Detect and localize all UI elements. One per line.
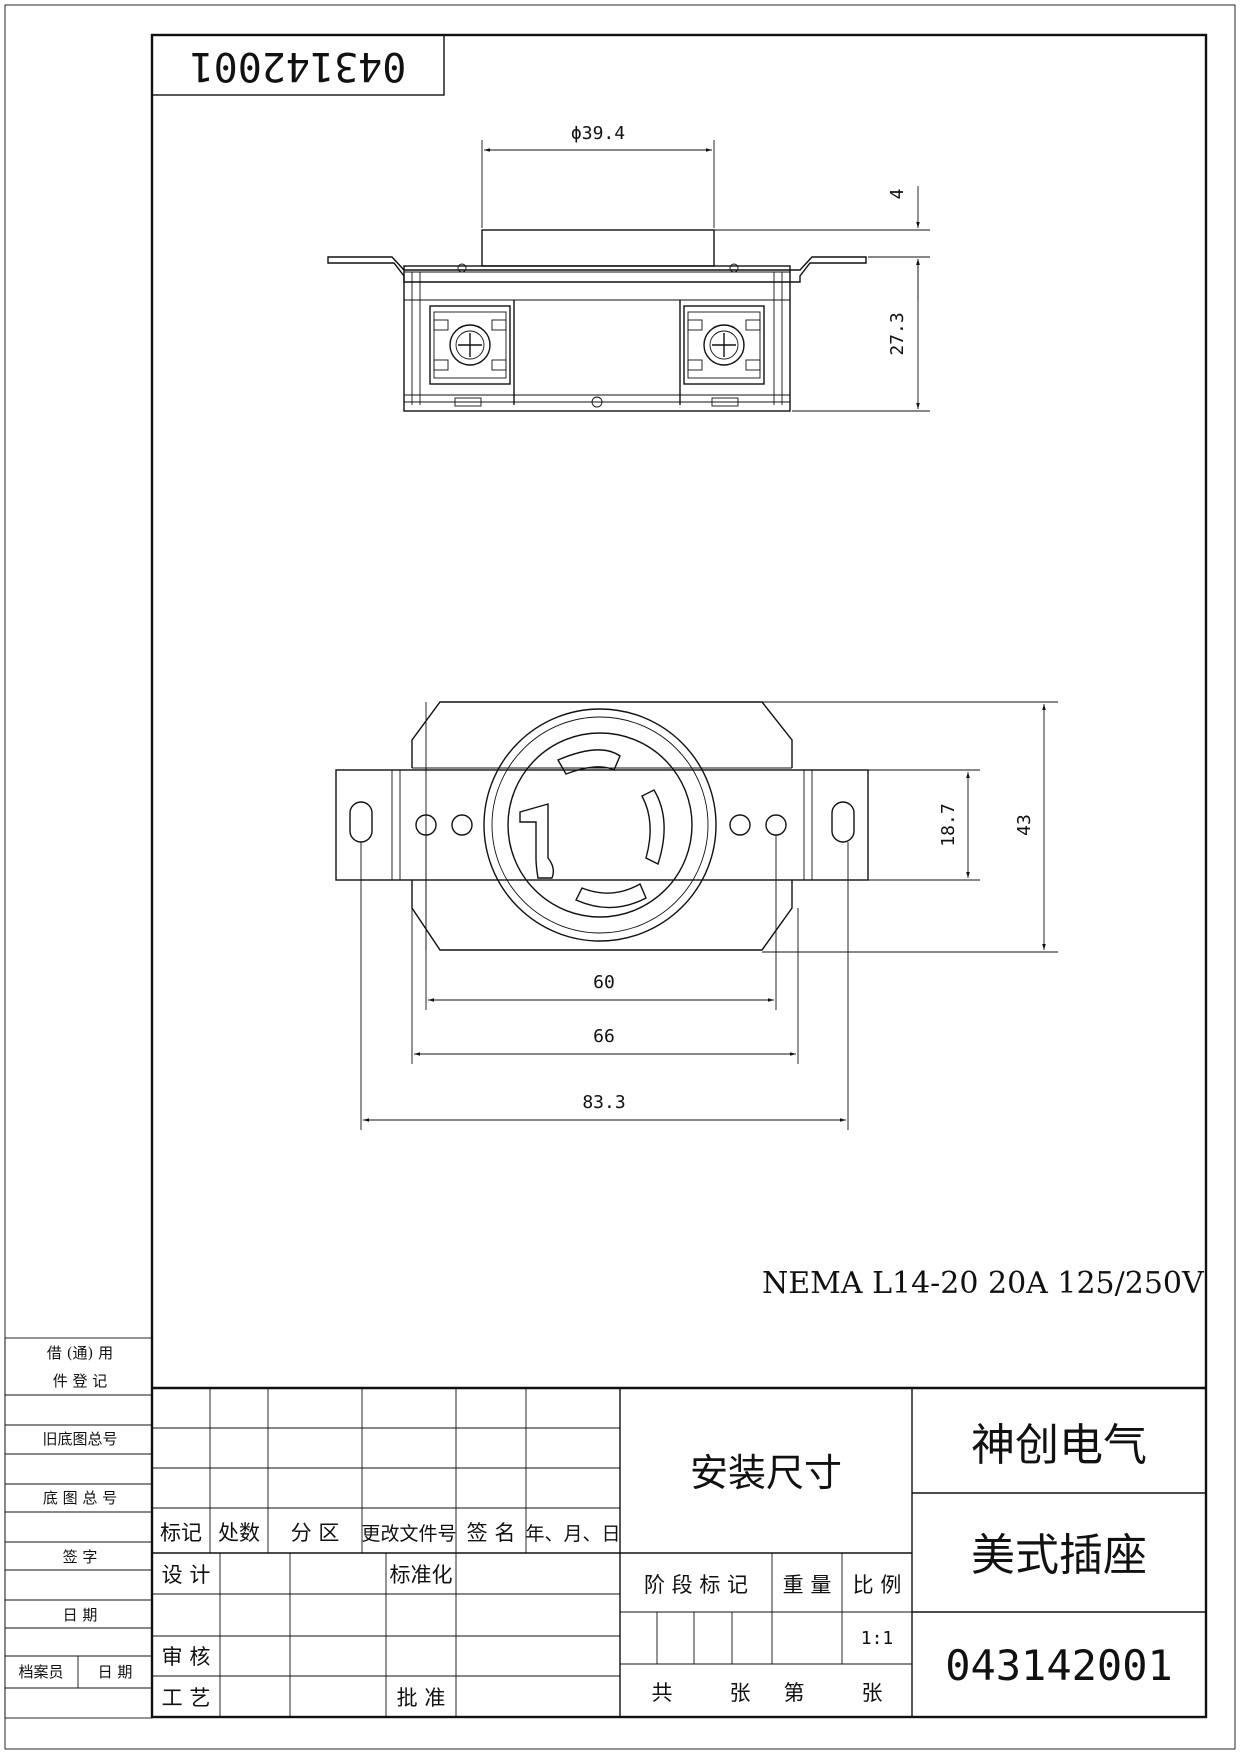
approve-label: 批 准 xyxy=(397,1686,446,1710)
inner-frame xyxy=(150,33,1208,1719)
rev-header-date: 年、月、日 xyxy=(525,1523,620,1545)
dim-83-label: 83.3 xyxy=(582,1092,625,1113)
archivist: 档案员 xyxy=(18,1663,63,1681)
date: 日 期 xyxy=(63,1606,98,1624)
rotated-number-box: 043142001 xyxy=(151,34,445,96)
sheets-label: 张 xyxy=(730,1681,751,1705)
scale-value: 1:1 xyxy=(861,1628,894,1649)
dim-slot-label: 18.7 xyxy=(938,803,959,846)
dim-height: 43 xyxy=(762,701,1058,953)
dim-diameter-label: ϕ39.4 xyxy=(571,123,625,144)
dim-depth-label: 27.3 xyxy=(887,312,908,355)
rotated-drawing-number: 043142001 xyxy=(190,43,407,89)
rev-header-zone: 分 区 xyxy=(291,1521,340,1545)
sheet-no-label: 第 xyxy=(784,1681,805,1705)
company-name: 神创电气 xyxy=(971,1420,1147,1471)
borrow-register-1: 借 (通) 用 xyxy=(47,1344,113,1362)
design-label: 设 计 xyxy=(162,1563,211,1587)
rev-header-doc: 更改文件号 xyxy=(361,1523,456,1545)
total-label: 共 xyxy=(652,1681,673,1705)
dim-66: 66 xyxy=(411,908,799,1064)
review-label: 审 核 xyxy=(162,1645,211,1669)
side-view xyxy=(327,229,867,412)
rev-header-mark: 标记 xyxy=(160,1521,202,1545)
dim-60: 60 xyxy=(425,835,777,1010)
process-label: 工 艺 xyxy=(162,1686,211,1710)
scale-label: 比 例 xyxy=(853,1573,902,1597)
stage-mark-label: 阶 段 标 记 xyxy=(644,1573,748,1597)
borrow-register-2: 件 登 记 xyxy=(53,1372,108,1390)
base-no: 底 图 总 号 xyxy=(43,1489,117,1507)
dim-height-label: 43 xyxy=(1014,814,1035,836)
drawing-title: 安装尺寸 xyxy=(690,1451,842,1495)
spec-text: NEMA L14-20 20A 125/250V xyxy=(762,1266,1205,1301)
sheets2-label: 张 xyxy=(862,1681,883,1705)
dim-60-label: 60 xyxy=(593,972,615,993)
dim-slot: 18.7 xyxy=(794,769,980,881)
drawing-number: 043142001 xyxy=(945,1641,1173,1690)
outer-frame xyxy=(4,4,1236,1750)
dim-depth: 27.3 xyxy=(792,259,930,412)
dim-flange: 4 xyxy=(714,186,930,300)
dim-66-label: 66 xyxy=(593,1026,615,1047)
dim-83: 83.3 xyxy=(360,842,849,1130)
old-base-no: 旧底图总号 xyxy=(42,1430,117,1448)
weight-label: 重 量 xyxy=(783,1573,832,1597)
front-view xyxy=(335,701,869,951)
standardization-label: 标准化 xyxy=(390,1563,453,1587)
rev-header-count: 处数 xyxy=(218,1521,260,1545)
rev-header-sign: 签 名 xyxy=(467,1521,516,1545)
dim-flange-label: 4 xyxy=(887,189,908,200)
date2: 日 期 xyxy=(98,1663,133,1681)
product-name: 美式插座 xyxy=(971,1530,1147,1581)
signature: 签 字 xyxy=(63,1548,98,1566)
title-block: 标记 处数 分 区 更改文件号 签 名 年、月、日 设 计 标准化 审 核 工 … xyxy=(152,1386,1206,1717)
dim-diameter: ϕ39.4 xyxy=(481,123,715,228)
side-block: 借 (通) 用 件 登 记 旧底图总号 底 图 总 号 签 字 日 期 档案员 … xyxy=(4,1337,153,1719)
